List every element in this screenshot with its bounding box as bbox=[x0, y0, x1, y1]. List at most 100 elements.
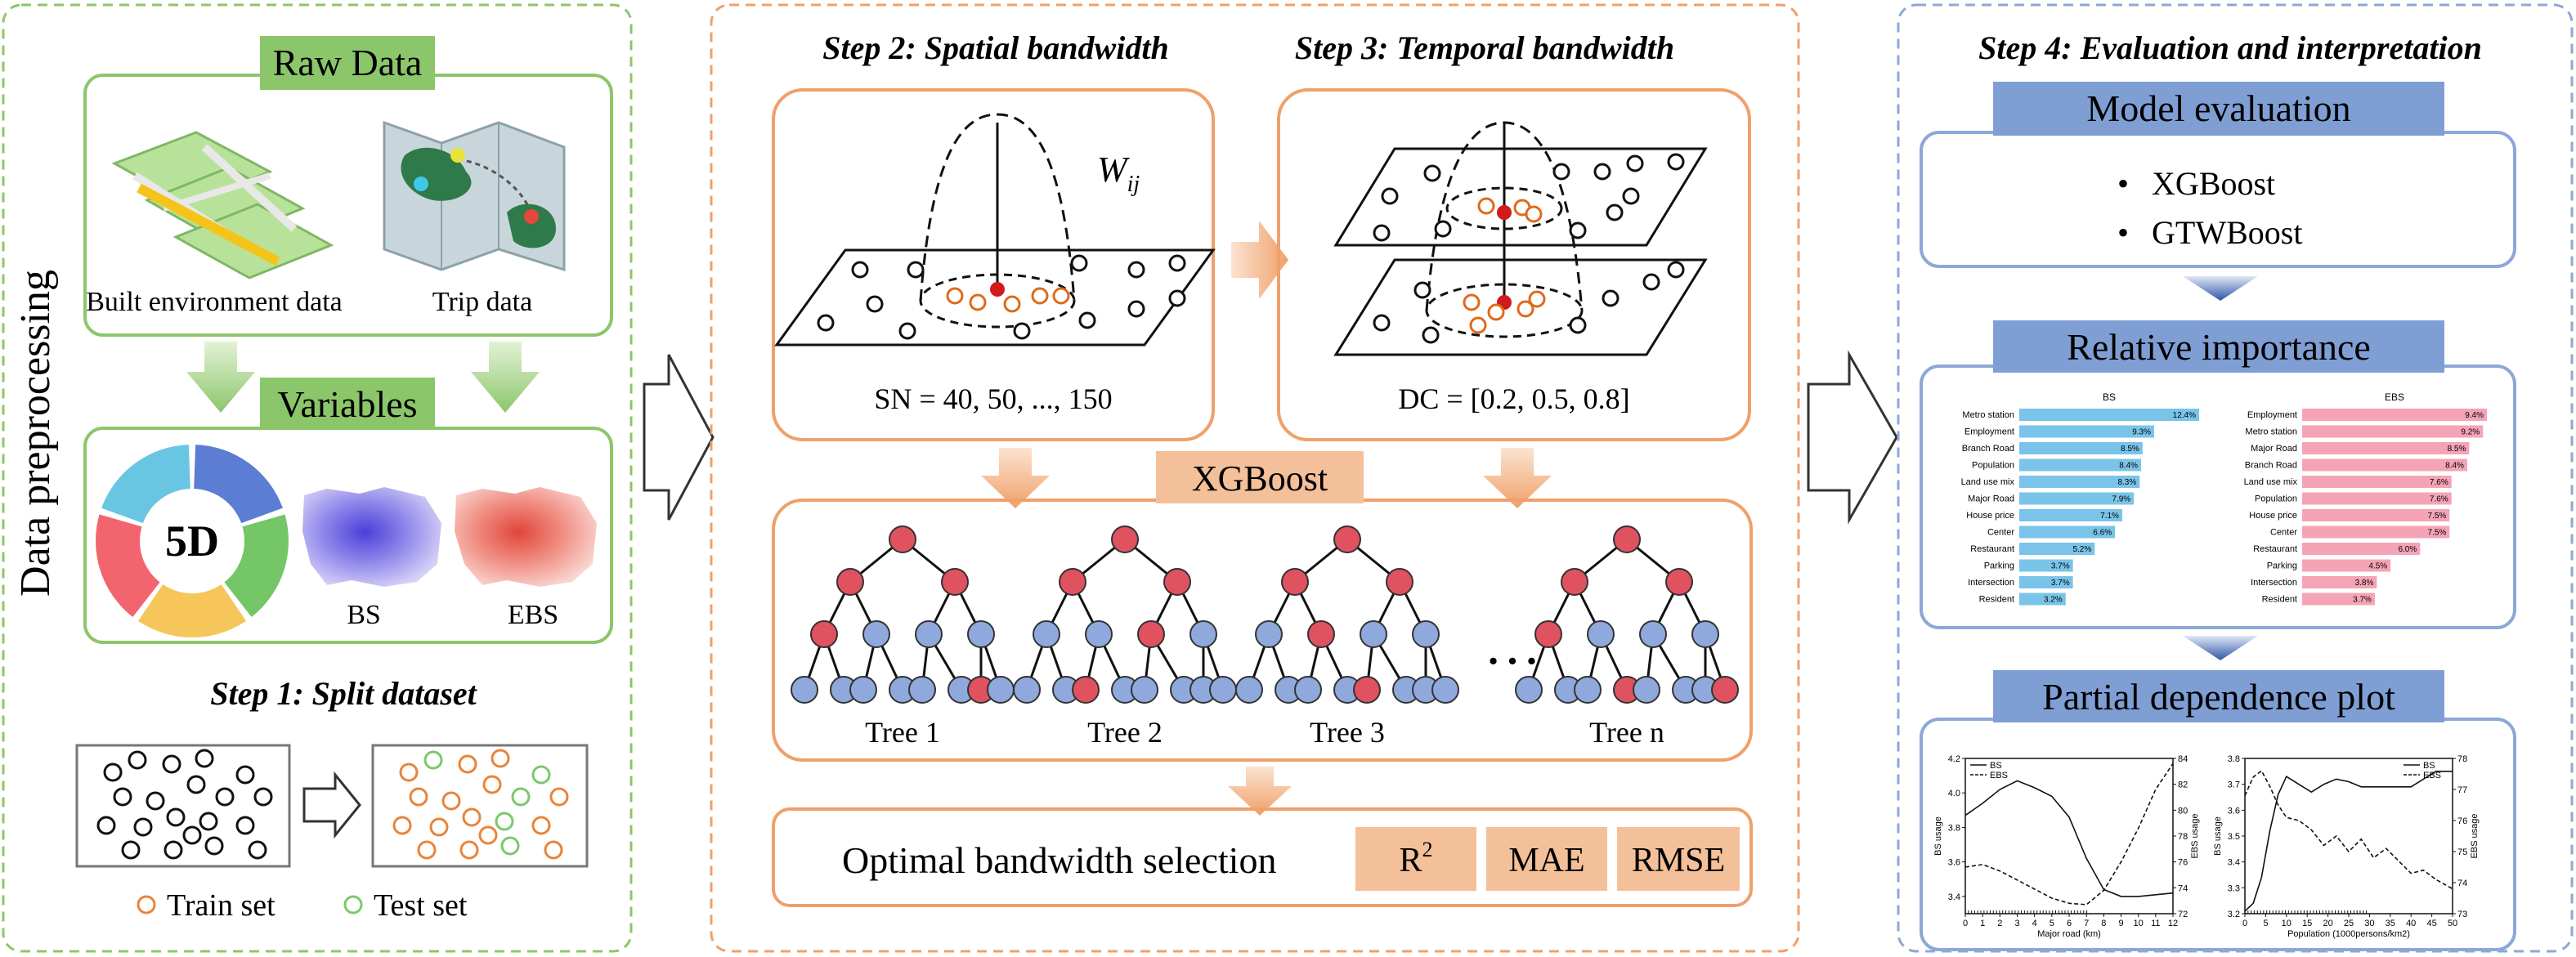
y-tick-label: 3.5 bbox=[2228, 832, 2240, 842]
bar bbox=[2019, 442, 2143, 454]
y-tick-label: 3.7 bbox=[2228, 780, 2240, 790]
built-environment-map-icon bbox=[111, 131, 334, 279]
optimal-bandwidth-box bbox=[772, 807, 1753, 907]
x-tick-label: 20 bbox=[2323, 919, 2332, 928]
weight-label: Wij bbox=[1097, 150, 1140, 197]
tree-node bbox=[1353, 676, 1381, 704]
spatial-kernel-curve bbox=[919, 113, 1076, 302]
tree-node bbox=[810, 620, 838, 648]
test-legend-label: Test set bbox=[374, 888, 468, 923]
tree-node bbox=[1691, 620, 1719, 648]
relative-importance-title: Relative importance bbox=[2067, 326, 2371, 368]
x-tick-label: 12 bbox=[2168, 919, 2178, 928]
y-right-tick-label: 73 bbox=[2457, 910, 2467, 919]
blue-arrow-2 bbox=[2183, 636, 2258, 660]
tree-node bbox=[1333, 525, 1361, 553]
tree-node bbox=[1431, 676, 1459, 704]
observation-point bbox=[1373, 224, 1391, 242]
tree-node bbox=[1665, 568, 1693, 596]
bar-value-label: 8.5% bbox=[2121, 445, 2139, 454]
bar-value-label: 7.6% bbox=[2430, 495, 2448, 504]
model-item-xgboost: XGBoost bbox=[2152, 165, 2275, 202]
data-point bbox=[199, 812, 218, 831]
observation-point bbox=[851, 261, 869, 279]
neighbor-point bbox=[1031, 287, 1049, 305]
five-d-label: 5D bbox=[165, 517, 219, 566]
train-point bbox=[482, 775, 502, 794]
x-tick-label: 9 bbox=[2118, 919, 2123, 928]
y-right-tick-label: 82 bbox=[2178, 780, 2188, 790]
bar bbox=[2019, 425, 2154, 438]
tree-node bbox=[1189, 620, 1217, 648]
data-point bbox=[215, 787, 235, 807]
train-point bbox=[458, 754, 477, 774]
bar-value-label: 12.4% bbox=[2173, 411, 2196, 420]
metric-mae-box bbox=[1486, 827, 1607, 891]
observation-point bbox=[898, 322, 916, 340]
series-line-ebs bbox=[2244, 770, 2453, 890]
temporal-center-top bbox=[1497, 205, 1512, 220]
observation-point bbox=[1552, 163, 1570, 181]
observation-point bbox=[907, 261, 925, 279]
observation-point bbox=[1013, 322, 1031, 340]
sn-label: SN = 40, 50, ..., 150 bbox=[874, 382, 1112, 415]
tree-node bbox=[1613, 525, 1641, 553]
bar-value-label: 8.4% bbox=[2445, 462, 2464, 471]
data-point bbox=[186, 775, 206, 794]
y-tick-label: 4.2 bbox=[1948, 754, 1960, 764]
train-point bbox=[462, 807, 482, 827]
bar-value-label: 7.5% bbox=[2428, 529, 2447, 538]
data-point bbox=[103, 762, 123, 782]
tree-node bbox=[1281, 568, 1309, 596]
test-point bbox=[423, 750, 443, 770]
donut-center bbox=[143, 492, 241, 590]
data-point bbox=[166, 807, 186, 827]
bar-value-label: 3.7% bbox=[2353, 596, 2372, 605]
y-tick-label: 3.6 bbox=[1948, 858, 1960, 868]
left-panel-border bbox=[2, 3, 633, 953]
series-line-bs bbox=[2244, 771, 2453, 912]
step4-title: Step 4: Evaluation and interpretation bbox=[1978, 29, 2482, 66]
bar bbox=[2019, 593, 2066, 606]
bar bbox=[2019, 559, 2073, 572]
model-evaluation-title-bg bbox=[1993, 82, 2444, 136]
bar bbox=[2302, 458, 2467, 472]
bar-category-label: Intersection bbox=[1968, 578, 2014, 588]
metric-rmse-label: RMSE bbox=[1632, 842, 1725, 879]
legend-label: BS bbox=[1990, 761, 2002, 771]
data-point bbox=[146, 791, 165, 811]
y-right-tick-label: 80 bbox=[2178, 806, 2188, 816]
right-panel-border bbox=[1897, 3, 2574, 953]
data-point bbox=[133, 817, 153, 837]
tree-node bbox=[849, 676, 877, 704]
x-tick-label: 4 bbox=[2032, 919, 2037, 928]
observation-point bbox=[1667, 153, 1685, 171]
bar-value-label: 4.5% bbox=[2368, 562, 2387, 571]
orange-arrow-left bbox=[981, 448, 1050, 508]
neighbor-point bbox=[1525, 205, 1543, 223]
tree-node bbox=[967, 620, 995, 648]
bar bbox=[2019, 409, 2199, 421]
y-axis-label: BS usage bbox=[2213, 816, 2223, 856]
bar-value-label: 8.3% bbox=[2117, 478, 2136, 487]
series-line-ebs bbox=[1964, 762, 2174, 906]
bar-value-label: 5.2% bbox=[2072, 545, 2091, 554]
observation-point bbox=[1622, 187, 1640, 205]
xgboost-title: XGBoost bbox=[1192, 458, 1328, 499]
orange-arrow-right bbox=[1483, 448, 1552, 508]
bar bbox=[2019, 543, 2095, 555]
y-axis-label: BS usage bbox=[1933, 816, 1943, 856]
y-right-tick-label: 74 bbox=[2178, 883, 2188, 893]
y-tick-label: 3.6 bbox=[2228, 806, 2240, 816]
data-point bbox=[128, 750, 147, 770]
bar-category-label: Parking bbox=[1984, 561, 2014, 571]
green-arrow-left bbox=[186, 342, 255, 413]
y-right-tick-label: 72 bbox=[2178, 910, 2188, 919]
x-tick-label: 15 bbox=[2302, 919, 2312, 928]
orange-arrow-bottom bbox=[1228, 767, 1292, 816]
split-points bbox=[392, 749, 569, 860]
temporal-kernel-top bbox=[1445, 186, 1563, 230]
five-d-donut bbox=[95, 445, 289, 637]
test-point bbox=[495, 812, 514, 831]
